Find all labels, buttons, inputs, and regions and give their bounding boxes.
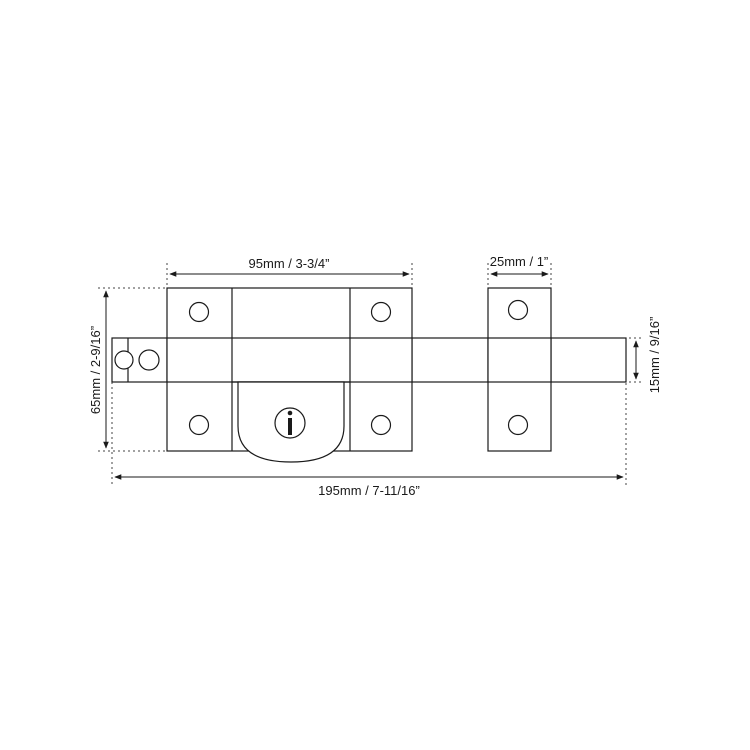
screw-hole [507, 299, 529, 321]
bolt-pin-circle [114, 350, 134, 370]
screw-hole [188, 301, 210, 323]
screw-hole [507, 414, 529, 436]
total-length-label: 195mm / 7-11/16” [318, 483, 420, 498]
screw-hole [188, 414, 210, 436]
strike-width-label: 25mm / 1” [490, 254, 549, 269]
screw-hole [370, 414, 392, 436]
extension-lines [98, 263, 642, 485]
bolt-pin-circle-inner [138, 349, 160, 371]
strike-plate [487, 287, 552, 452]
screw-hole [370, 301, 392, 323]
bolt-height-label: 15mm / 9/16” [647, 317, 662, 394]
body-width-label: 95mm / 3-3/4” [249, 256, 330, 271]
dimension-lines [103, 271, 639, 480]
lock-cylinder [237, 381, 345, 463]
total-height-label: 65mm / 2-9/16” [88, 326, 103, 414]
